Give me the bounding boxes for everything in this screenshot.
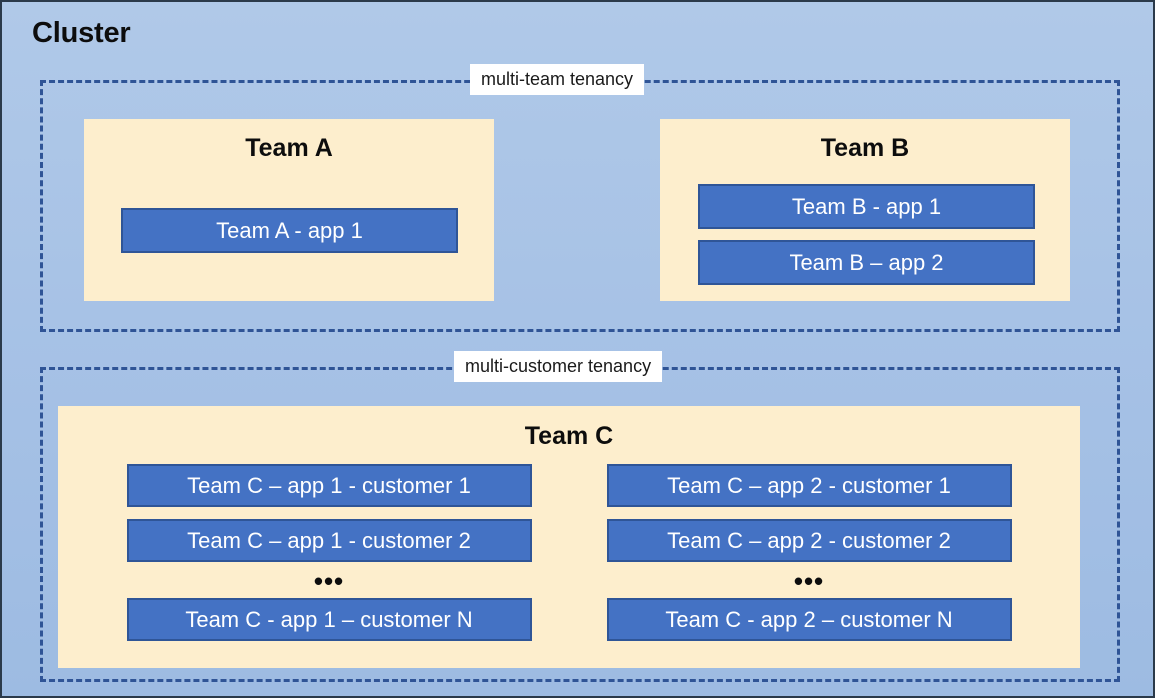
ellipsis-team-c-app-2: ••• [793, 566, 825, 596]
app-column-team-c-app-2: Team C – app 2 - customer 1 Team C – app… [606, 464, 1012, 641]
app-box-team-c-app-1-customer-n[interactable]: Team C - app 1 – customer N [126, 598, 532, 641]
team-box-team-b: Team B Team B - app 1 Team B – app 2 [660, 119, 1070, 301]
app-column-team-c-app-1: Team C – app 1 - customer 1 Team C – app… [126, 464, 532, 641]
app-box-team-c-app-1-customer-2[interactable]: Team C – app 1 - customer 2 [126, 519, 532, 562]
app-box-team-c-app-1-customer-1[interactable]: Team C – app 1 - customer 1 [126, 464, 532, 507]
app-list-team-a: Team A - app 1 [121, 208, 458, 253]
app-box-team-c-app-2-customer-2[interactable]: Team C – app 2 - customer 2 [606, 519, 1012, 562]
ellipsis-team-c-app-1: ••• [313, 566, 345, 596]
tenancy-group-label-multi-customer: multi-customer tenancy [454, 351, 663, 382]
app-box-team-b-app-1[interactable]: Team B - app 1 [698, 184, 1035, 229]
team-title-team-b: Team B [820, 134, 910, 162]
team-box-team-c: Team C Team C – app 1 - customer 1 Team … [58, 406, 1080, 668]
app-box-team-a-app-1[interactable]: Team A - app 1 [121, 208, 458, 253]
app-list-team-b: Team B - app 1 Team B – app 2 [698, 184, 1035, 285]
app-columns-team-c: Team C – app 1 - customer 1 Team C – app… [58, 464, 1080, 641]
team-title-team-c: Team C [524, 422, 614, 450]
app-box-team-b-app-2[interactable]: Team B – app 2 [698, 240, 1035, 285]
app-box-team-c-app-2-customer-1[interactable]: Team C – app 2 - customer 1 [606, 464, 1012, 507]
app-box-team-c-app-2-customer-n[interactable]: Team C - app 2 – customer N [606, 598, 1012, 641]
tenancy-group-label-multi-team: multi-team tenancy [470, 64, 645, 95]
team-title-team-a: Team A [245, 134, 333, 162]
team-box-team-a: Team A Team A - app 1 [84, 119, 494, 301]
page-title: Cluster [32, 17, 131, 49]
